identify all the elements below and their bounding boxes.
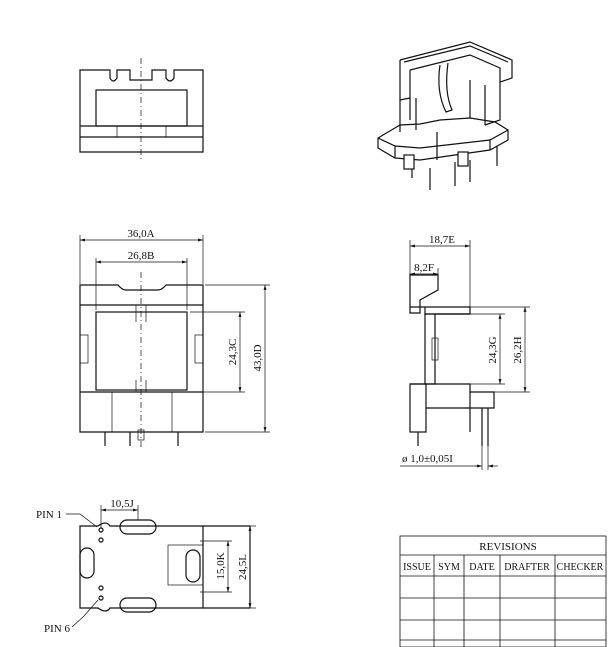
revisions-table: REVISIONS ISSUE SYM DATE DRAFTER CHECKER	[399, 535, 607, 647]
col-issue: ISSUE	[403, 562, 431, 573]
bottom-view	[66, 505, 256, 628]
pin-6-label: PIN 6	[44, 623, 70, 635]
front-view	[79, 235, 270, 450]
side-view	[400, 240, 530, 470]
dim-e-label: 18,7E	[429, 234, 455, 246]
col-sym: SYM	[438, 562, 460, 573]
top-view	[79, 58, 204, 162]
col-checker: CHECKER	[557, 562, 604, 573]
dim-b-label: 26,8B	[128, 250, 155, 262]
dim-l-label: 24,5L	[237, 554, 249, 580]
dim-c-label: 24,3C	[227, 339, 239, 366]
dim-j-label: 10,5J	[110, 498, 134, 510]
dim-a-label: 36,0A	[127, 228, 154, 240]
dim-k-label: 15,0K	[215, 552, 227, 579]
dim-i-label: ø 1,0±0,05I	[402, 453, 453, 465]
pin-1-label: PIN 1	[36, 509, 62, 521]
dim-f-label: 8,2F	[414, 262, 434, 274]
dim-h-label: 26,2H	[512, 336, 524, 363]
dim-g-label: 24,3G	[487, 336, 499, 363]
col-drafter: DRAFTER	[504, 562, 550, 573]
col-date: DATE	[469, 562, 495, 573]
dim-d-label: 43,0D	[252, 344, 264, 371]
isometric-view	[377, 41, 513, 190]
revisions-title: REVISIONS	[479, 541, 536, 553]
